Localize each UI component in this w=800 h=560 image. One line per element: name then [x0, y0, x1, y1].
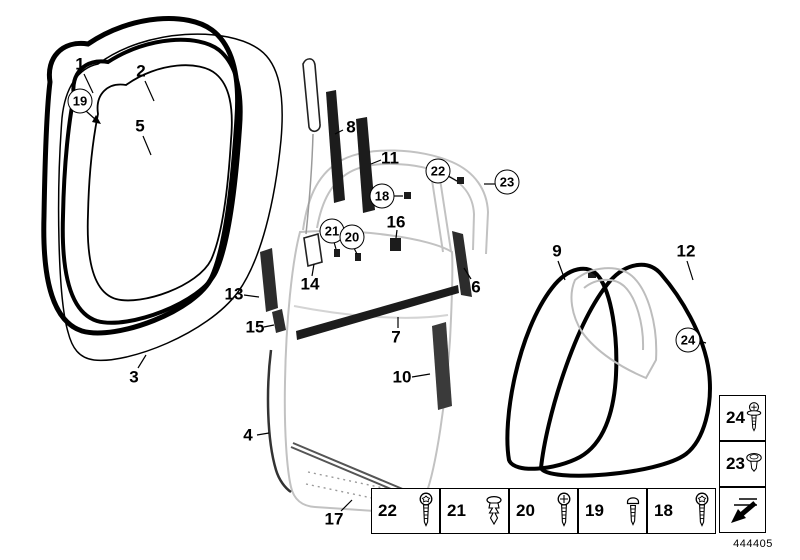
outer-guide-seal-12	[538, 262, 712, 478]
part-label-9[interactable]: 9	[552, 241, 562, 261]
belt-line-trim-7	[296, 285, 459, 340]
part-label-11[interactable]: 11	[381, 148, 399, 168]
part-label-8[interactable]: 8	[346, 117, 356, 137]
torx-pan-head-screw-icon	[693, 492, 711, 530]
legend-item-20[interactable]: 20	[509, 488, 578, 534]
edge-seal-4	[266, 349, 292, 494]
window-frame-outer	[302, 149, 490, 255]
part-label-1[interactable]: 1	[75, 54, 85, 74]
part-label-22[interactable]: 22	[425, 158, 451, 184]
grommet-rivet-icon	[745, 449, 763, 479]
left-seal-group	[41, 15, 283, 362]
legend-item-18[interactable]: 18	[647, 488, 716, 534]
bracket-14	[303, 232, 323, 268]
part-label-20[interactable]: 20	[339, 224, 365, 250]
inner-guide-seal-9	[505, 266, 619, 471]
trim-strip-15	[272, 309, 286, 333]
clip-21	[334, 249, 340, 257]
legend-number-18: 18	[654, 501, 673, 520]
right-seal-group	[505, 262, 712, 478]
part-label-19[interactable]: 19	[67, 88, 93, 114]
countersunk-torx-screw-icon	[417, 492, 435, 530]
part-label-24[interactable]: 24	[675, 327, 701, 353]
seal-middle-loop	[60, 37, 243, 325]
part-label-3[interactable]: 3	[129, 367, 139, 387]
part-label-23[interactable]: 23	[494, 169, 520, 195]
upper-channel-trim	[302, 58, 321, 133]
upper-channel-tail	[305, 133, 314, 235]
leader-lines	[83, 73, 707, 512]
quarter-frame-group	[570, 267, 658, 380]
part-label-14[interactable]: 14	[300, 274, 320, 294]
part-label-7[interactable]: 7	[391, 327, 401, 347]
part-label-6[interactable]: 6	[471, 277, 481, 297]
arrow-19-head	[92, 115, 101, 124]
legend-item-23[interactable]: 23	[719, 441, 766, 487]
clip-18	[404, 192, 411, 199]
part-label-18[interactable]: 18	[369, 183, 395, 209]
part-label-12[interactable]: 12	[676, 241, 696, 261]
clip-20	[355, 253, 361, 261]
small-parts-group	[302, 58, 323, 268]
seal-large-thin-loop	[57, 33, 283, 362]
legend-item-direction[interactable]	[719, 487, 766, 533]
legend-number-21: 21	[447, 501, 466, 520]
legend-number-20: 20	[516, 501, 535, 520]
part-label-16[interactable]: 16	[386, 212, 406, 232]
legend-number-19: 19	[585, 501, 604, 520]
part-label-15[interactable]: 15	[245, 317, 265, 337]
expansion-rivet-clip-icon	[484, 494, 504, 528]
clip-16	[390, 238, 401, 251]
round-head-screw-icon	[624, 493, 642, 529]
door-rivet-dots	[305, 471, 403, 505]
seal-inner-loop	[86, 64, 233, 302]
part-label-13[interactable]: 13	[224, 284, 244, 304]
part-label-5[interactable]: 5	[135, 116, 145, 136]
part-label-2[interactable]: 2	[136, 61, 146, 81]
legend-item-21[interactable]: 21	[440, 488, 509, 534]
legend-item-24[interactable]: 24	[719, 395, 766, 441]
legend-number-24: 24	[726, 408, 745, 427]
door-panel-outline	[283, 230, 454, 514]
window-frame-inner	[316, 163, 476, 251]
trim-strip-6	[452, 231, 472, 297]
trim-strip-8	[326, 90, 345, 203]
part-label-10[interactable]: 10	[392, 367, 412, 387]
clip-22	[457, 177, 464, 184]
trim-group	[260, 90, 596, 410]
part-label-17[interactable]: 17	[324, 509, 344, 529]
trim-strip-13	[260, 248, 278, 312]
quarter-window-frame-inner	[583, 278, 645, 351]
direction-arrow-icon	[725, 492, 761, 528]
screw-with-washer-icon	[745, 400, 763, 436]
legend-number-22: 22	[378, 501, 397, 520]
trim-strip-10	[432, 322, 452, 410]
part-label-4[interactable]: 4	[243, 425, 253, 445]
clip-quarter-frame	[588, 272, 596, 278]
figure-id: 444405	[733, 538, 773, 550]
pan-head-screw-icon	[555, 492, 573, 530]
legend-item-19[interactable]: 19	[578, 488, 647, 534]
legend-item-22[interactable]: 22	[371, 488, 440, 534]
seal-outer-loop	[41, 15, 241, 336]
quarter-window-frame	[570, 267, 658, 380]
legend-number-23: 23	[726, 454, 745, 473]
